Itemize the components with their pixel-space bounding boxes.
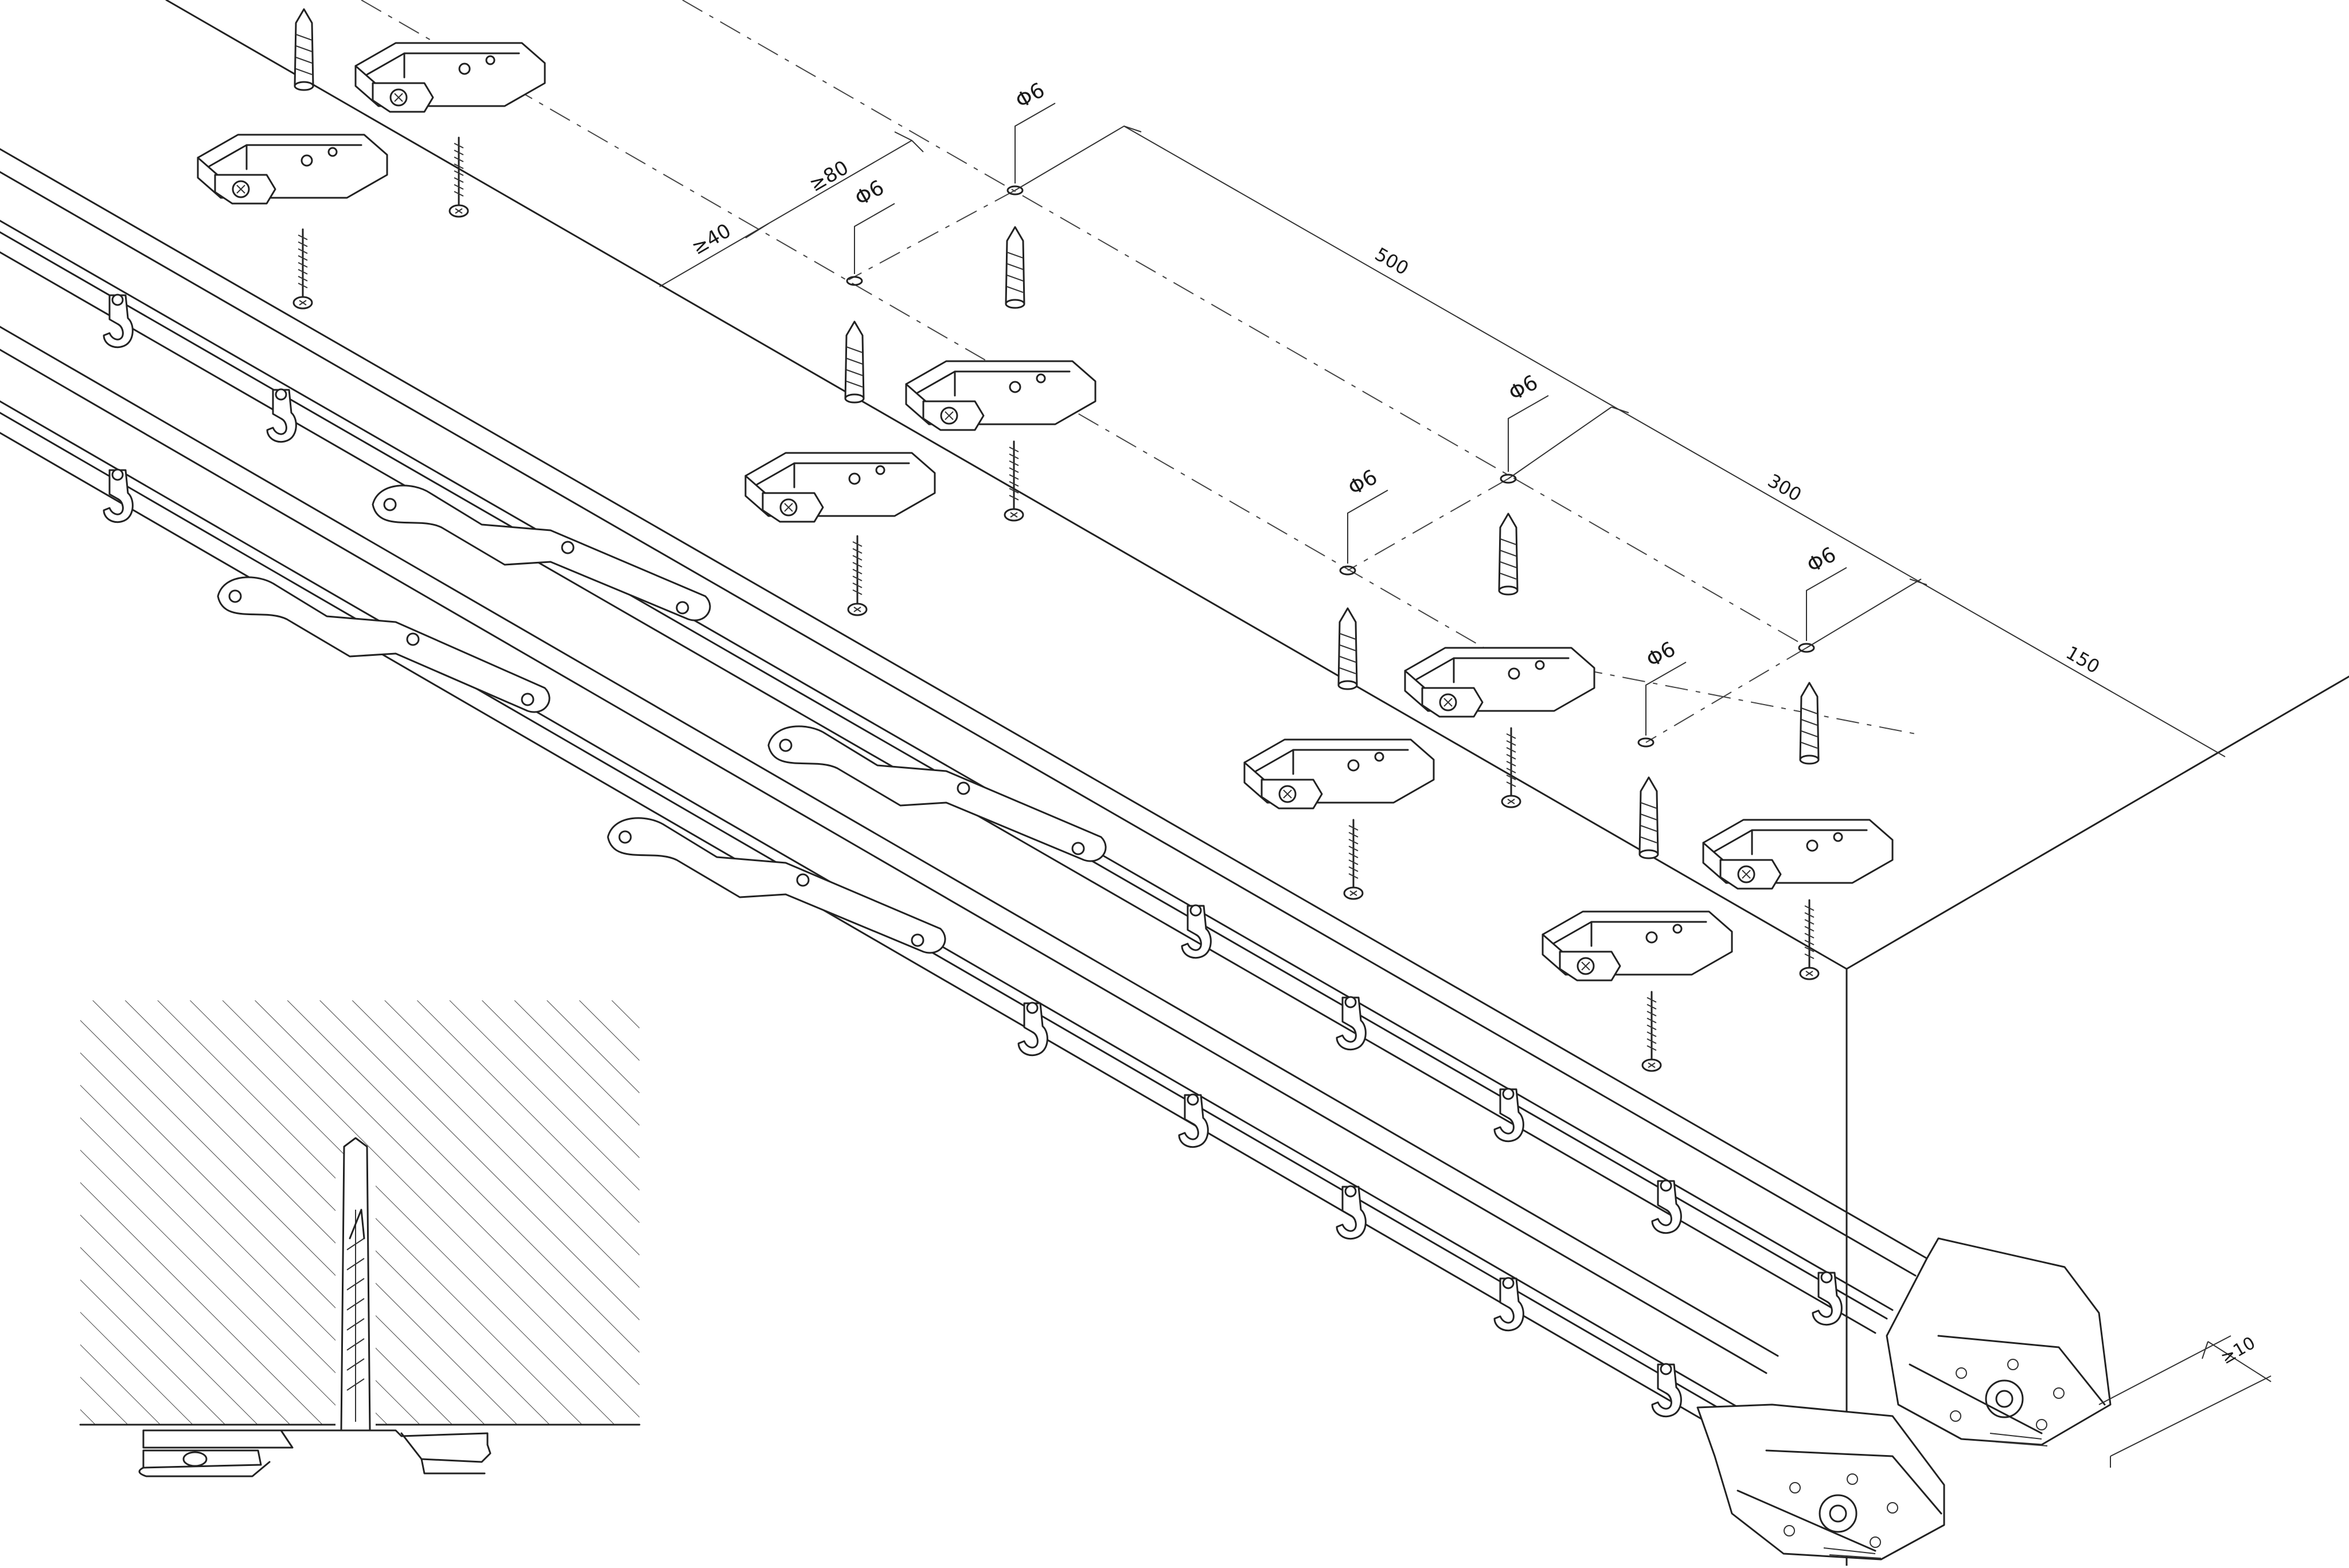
wall-plugs	[294, 8, 1820, 859]
section-detail-inset	[79, 1000, 641, 1477]
master-carrier-arms	[217, 484, 1107, 954]
hole-label-3: Φ6	[1505, 371, 1542, 406]
hole-label-2: Φ6	[851, 176, 888, 211]
dimension-gap-min-40: ≥40	[688, 219, 735, 260]
dimension-span-500: 500	[1371, 243, 1412, 279]
hole-label-6: Φ6	[1642, 638, 1680, 672]
drill-center-lines	[361, 0, 1916, 743]
hole-label-1: Φ6	[1012, 79, 1049, 114]
dimension-gap-min-80: ≥80	[806, 156, 853, 197]
dimension-lines	[659, 125, 2272, 1468]
dimension-gap-min-10: ≥10	[2218, 1333, 2259, 1368]
dimension-span-150: 150	[2062, 642, 2104, 678]
hole-label-5: Φ6	[1803, 543, 1840, 578]
drill-hole-markers	[846, 103, 1847, 748]
hole-label-4: Φ6	[1344, 466, 1382, 500]
dimension-labels: ≥40 ≥80 500 300 150 ≥10	[688, 156, 2259, 1368]
dimension-span-300: 300	[1764, 470, 1805, 506]
